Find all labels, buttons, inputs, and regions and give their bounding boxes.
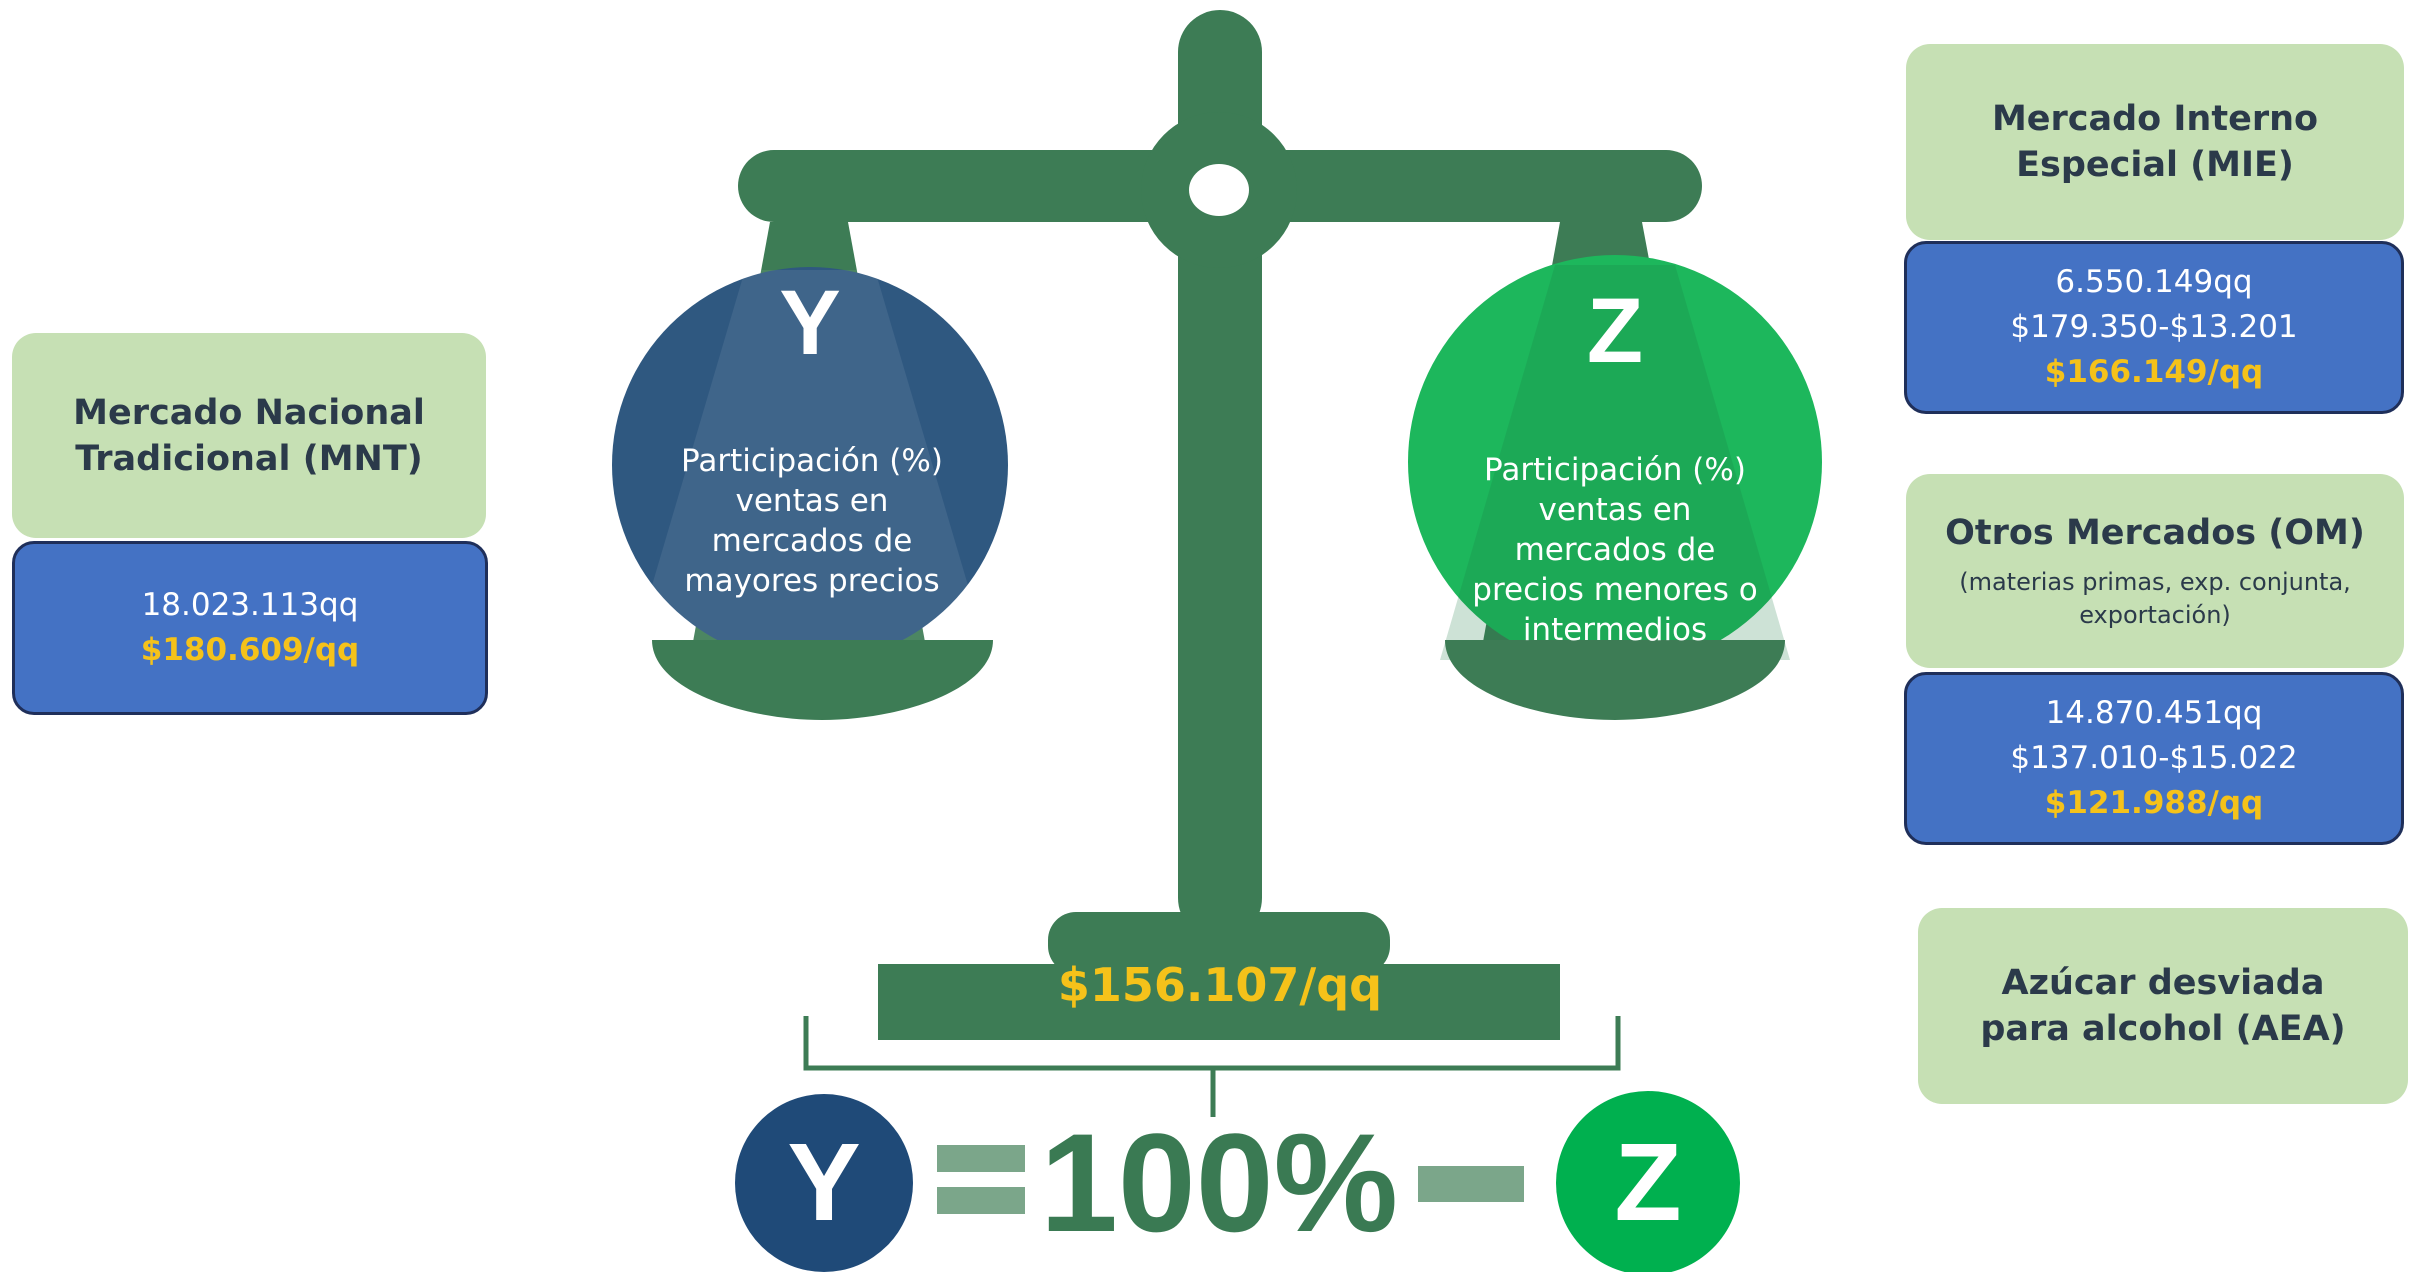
scale-pivot-hole [1189, 164, 1249, 216]
right-circle [1408, 255, 1822, 669]
formula-z-circle [1556, 1091, 1740, 1272]
mie-title-box: Mercado Interno Especial (MIE) [1906, 44, 2404, 240]
om-title: Otros Mercados (OM) [1945, 513, 2365, 553]
formula-percent: 100% [1040, 1104, 1399, 1261]
mie-volume: 6.550.149qq [2055, 264, 2253, 300]
formula-y-letter: Y [787, 1121, 861, 1244]
right-circle-letter: Z [1586, 280, 1644, 382]
equals-sign-bottom [937, 1187, 1025, 1214]
right-circle-description: Participación (%) ventas en mercados de … [1472, 452, 1758, 648]
bracket [803, 1016, 1621, 1117]
right-pan [1445, 640, 1785, 720]
om-values-box: 14.870.451qq $137.010-$15.022 $121.988/q… [1904, 672, 2404, 845]
minus-sign [1418, 1166, 1524, 1202]
om-range: $137.010-$15.022 [2010, 740, 2298, 776]
scale-base [878, 964, 1560, 1040]
equals-sign-top [937, 1145, 1025, 1172]
mie-values-box: 6.550.149qq $179.350-$13.201 $166.149/qq [1904, 241, 2404, 414]
right-circle-shade [1440, 265, 1790, 660]
left-circle-description: Participación (%) ventas en mercados de … [681, 443, 943, 599]
left-circle-letter: Y [779, 272, 841, 374]
mnt-title-box: Mercado Nacional Tradicional (MNT) [12, 333, 486, 538]
aea-title: Azúcar desviada para alcohol (AEA) [1980, 963, 2346, 1049]
left-circle-shade [630, 270, 990, 660]
om-title-box: Otros Mercados (OM) (materias primas, ex… [1906, 474, 2404, 668]
om-price: $121.988/qq [2044, 785, 2264, 821]
mnt-volume: 18.023.113qq [141, 587, 359, 623]
mnt-title: Mercado Nacional Tradicional (MNT) [73, 392, 425, 479]
left-pan [652, 640, 993, 720]
aea-title-box: Azúcar desviada para alcohol (AEA) [1918, 908, 2408, 1104]
base-price: $156.107/qq [1057, 958, 1383, 1012]
mie-title: Mercado Interno Especial (MIE) [1991, 99, 2319, 185]
scale-base-top [1048, 912, 1390, 974]
om-volume: 14.870.451qq [2045, 695, 2263, 731]
om-subtitle: (materias primas, exp. conjunta, exporta… [1959, 568, 2351, 629]
formula-y-circle [735, 1094, 913, 1272]
mie-range: $179.350-$13.201 [2010, 309, 2298, 345]
mnt-values-box: 18.023.113qq $180.609/qq [12, 541, 488, 715]
left-circle [612, 267, 1008, 663]
formula-z-letter: Z [1614, 1121, 1682, 1244]
mnt-price: $180.609/qq [140, 632, 360, 668]
mie-price: $166.149/qq [2044, 354, 2264, 390]
